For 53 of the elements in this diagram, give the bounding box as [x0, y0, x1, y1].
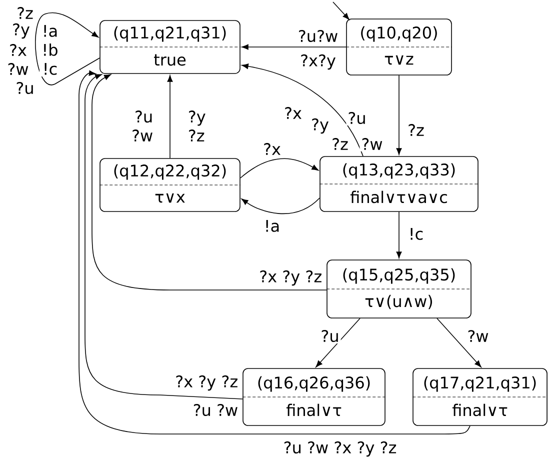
arrow: [92, 74, 327, 290]
arrow: [436, 318, 482, 368]
arrow: [332, 2, 350, 20]
arrow: [35, 12, 100, 86]
formula-label: final∨τ∨a∨c: [350, 190, 447, 204]
edge-label: ?u ?w: [128, 109, 155, 143]
edge-label: !a !b !c: [40, 24, 60, 76]
edge-label: ?x: [282, 106, 304, 120]
guard-label: ?z: [15, 6, 35, 20]
state-label: (q17,q21,q31): [424, 376, 536, 392]
edge-label: ?u: [319, 328, 341, 344]
formula-label: τ∨z: [384, 55, 414, 65]
state-label: (q15,q25,q35): [343, 268, 455, 284]
edge-label: !a: [262, 218, 282, 234]
state-label: (q16,q26,q36): [258, 376, 370, 392]
arrow: [242, 44, 346, 50]
guard-label: ?u: [14, 80, 36, 96]
guard-label: ?x?y: [298, 52, 338, 72]
arrow: [396, 75, 402, 155]
edge-label: ?z: [406, 122, 426, 138]
arrow: [240, 158, 319, 178]
formula-label: τ∨x: [155, 193, 185, 203]
arrow: [241, 198, 320, 214]
edge-label: ?w: [466, 328, 490, 344]
edge-label: ?u?w: [296, 28, 340, 44]
arrow: [316, 318, 360, 368]
state-label: (q12,q22,q32): [114, 164, 226, 180]
arrow: [78, 70, 470, 434]
arrow: [242, 64, 364, 156]
edge-label: ?x ?y ?z: [258, 268, 324, 288]
state-label: (q11,q21,q31): [114, 26, 226, 42]
state-label: (q10,q20): [361, 26, 437, 42]
guard-label: ?u ?w: [191, 402, 240, 418]
guard-label: ?y: [10, 22, 32, 40]
formula-label: true: [154, 54, 186, 66]
formula-label: final∨τ: [452, 404, 508, 416]
guard-label: ?w: [360, 136, 384, 152]
guard-label: ?y: [310, 116, 330, 136]
arrow: [84, 74, 243, 400]
formula-label: final∨τ: [286, 404, 342, 416]
guard-label: ?z: [330, 136, 350, 152]
edge-label: !c: [406, 226, 426, 242]
edge-label: ?x ?y ?z: [174, 374, 240, 392]
guard-label: ?w: [6, 62, 30, 76]
state-label: (q13,q23,q33): [343, 163, 455, 179]
edge-label: ?x: [262, 142, 282, 156]
guard-label: ?y ?z: [186, 109, 214, 143]
guard-label: ?x: [8, 42, 28, 58]
guard-label: ?u: [346, 110, 368, 126]
formula-label: τ∨(u∧w): [365, 294, 432, 310]
edge-label: ?u ?w ?x ?y ?z: [282, 440, 398, 458]
arrow: [167, 75, 173, 158]
arrow: [396, 212, 402, 258]
